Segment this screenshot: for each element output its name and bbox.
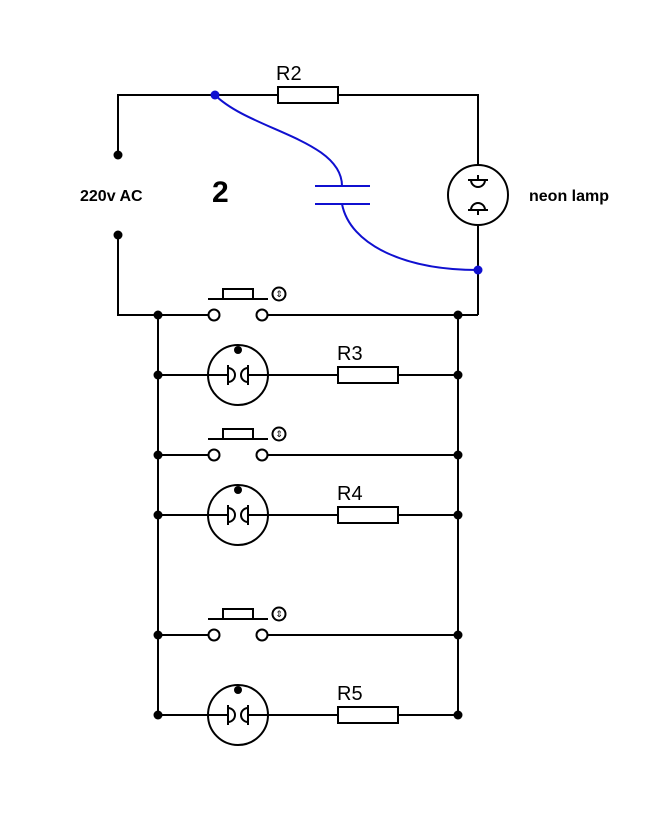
top-loop: R2 220v AC 2 neon lamp bbox=[80, 63, 609, 316]
pushbutton-1: ⇕ bbox=[153, 286, 463, 322]
lamp-branch-r5: R5 bbox=[153, 683, 463, 746]
branches: ⇕ R3 ⇕ R4 ⇕ R5 bbox=[153, 286, 463, 746]
r5-label: R5 bbox=[337, 683, 363, 705]
r2-label: R2 bbox=[276, 63, 302, 85]
button-symbol: ⇕ bbox=[275, 430, 283, 440]
figure-number: 2 bbox=[212, 176, 229, 209]
source-lower-wire bbox=[117, 235, 158, 316]
source-label: 220v AC bbox=[80, 188, 143, 205]
pushbutton-2: ⇕ bbox=[153, 426, 463, 462]
neon-lamp bbox=[447, 164, 509, 226]
source-terminal-bottom bbox=[113, 230, 123, 240]
lamp-branch-r4: R4 bbox=[153, 483, 463, 546]
source-terminal-top bbox=[113, 150, 123, 160]
pushbutton-3: ⇕ bbox=[153, 606, 463, 642]
r4-label: R4 bbox=[337, 483, 363, 505]
r3-label: R3 bbox=[337, 343, 363, 365]
left-top-wire bbox=[117, 94, 278, 155]
button-symbol: ⇕ bbox=[275, 290, 283, 300]
resistor-r5 bbox=[337, 706, 399, 724]
capacitor-blue bbox=[210, 90, 483, 275]
resistor-r4 bbox=[337, 506, 399, 524]
resistor-r2 bbox=[277, 86, 339, 104]
neon-lamp-label: neon lamp bbox=[529, 188, 609, 205]
lamp-branch-r3: R3 bbox=[153, 343, 463, 406]
resistor-r3 bbox=[337, 366, 399, 384]
button-symbol: ⇕ bbox=[275, 610, 283, 620]
right-top-wire bbox=[338, 94, 479, 165]
